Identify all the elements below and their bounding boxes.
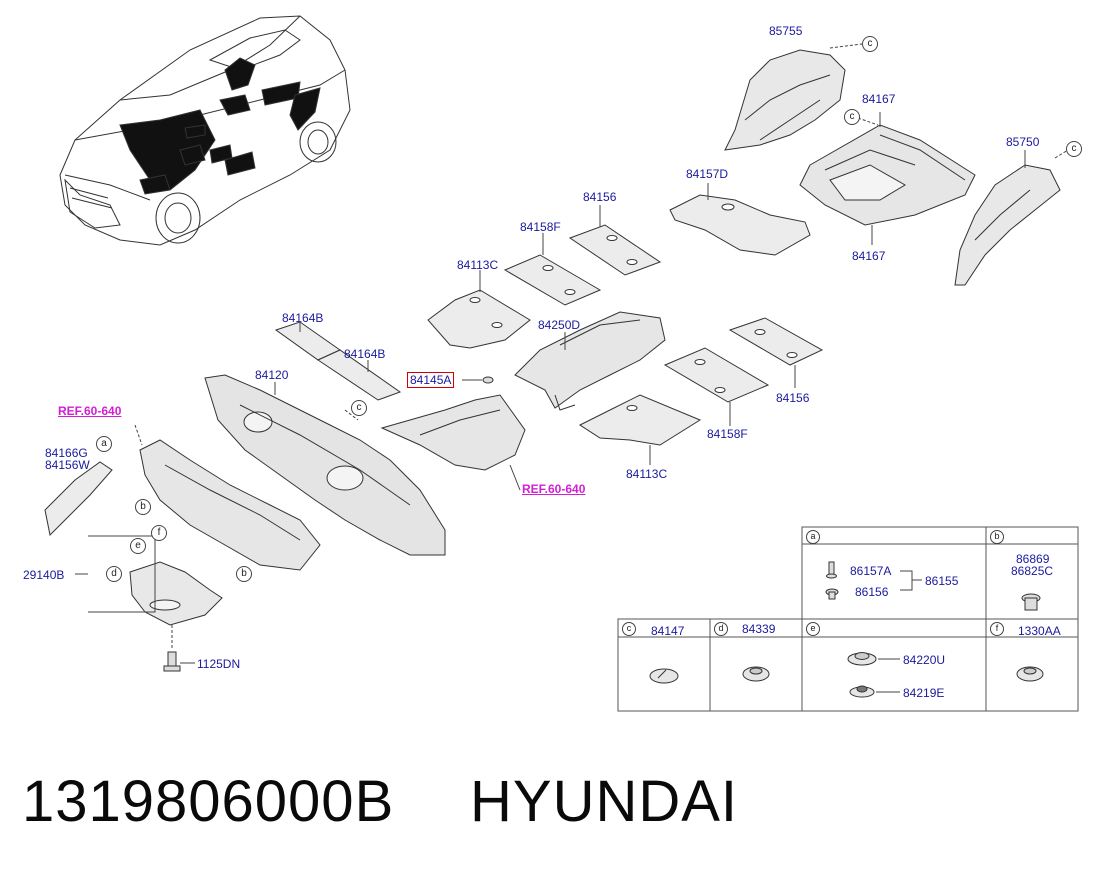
car-illustration (59, 15, 351, 246)
table-part-84219E: 84219E (903, 686, 945, 700)
table-letter-a: a (806, 530, 820, 544)
part-84113C-bottom-shape (578, 394, 702, 446)
part-84158F-bottom-shape (663, 347, 770, 403)
callout-c-85755: c (862, 36, 878, 52)
table-part-1330AA: 1330AA (1018, 624, 1061, 638)
label-84156-top: 84156 (583, 190, 617, 204)
table-letter-d: d (714, 622, 728, 636)
label-84166G: 84166G (45, 446, 88, 460)
diagram-illustration (44, 15, 1079, 712)
label-84157D: 84157D (686, 167, 729, 181)
part-85755-shape (724, 49, 846, 151)
part-84164B-shape (274, 321, 402, 401)
label-84167-top: 84167 (862, 92, 896, 106)
label-29140B: 29140B (23, 568, 65, 582)
label-84164B-2: 84164B (344, 347, 386, 361)
parts-table-grid (617, 526, 1079, 712)
callout-d: d (106, 566, 122, 582)
part-84156-top-shape (568, 224, 662, 276)
label-84120: 84120 (255, 368, 289, 382)
ref-link-left[interactable]: REF.60-640 (58, 404, 122, 418)
part-84156-right-shape (728, 317, 824, 366)
table-part-86156: 86156 (855, 585, 889, 599)
table-letter-f: f (990, 622, 1004, 636)
part-85750-shape (954, 164, 1061, 286)
label-84167-bottom: 84167 (852, 249, 886, 263)
label-84156-right: 84156 (776, 391, 810, 405)
part-84250D-shape (514, 311, 666, 411)
label-1125DN: 1125DN (197, 657, 241, 671)
label-84156W: 84156W (45, 458, 90, 472)
callout-c-84120: c (351, 400, 367, 416)
part-84120-shape (204, 374, 446, 556)
label-84113C-bottom: 84113C (626, 467, 668, 481)
clip-86156-icon (825, 588, 839, 600)
table-letter-b: b (990, 530, 1004, 544)
brand-name: HYUNDAI (470, 769, 739, 834)
parts-diagram: 85755 84167 84167 85750 84157D 84156 841… (23, 15, 1082, 712)
part-dash-center-shape (380, 394, 526, 471)
clip-1330AA-icon (1016, 666, 1044, 682)
part-84158F-top-shape (503, 254, 602, 306)
callout-b-left: b (135, 499, 151, 515)
label-85755: 85755 (769, 24, 803, 38)
label-84158F-top: 84158F (520, 220, 561, 234)
part-29140B-shape (129, 561, 223, 626)
clip-84147-icon (649, 668, 679, 684)
label-84145A-highlighted[interactable]: 84145A (407, 372, 455, 388)
table-part-84220U: 84220U (903, 653, 946, 667)
table-part-84147: 84147 (651, 624, 685, 638)
ref-link-right[interactable]: REF.60-640 (522, 482, 586, 496)
callout-f: f (151, 525, 167, 541)
part-84166G-shape (44, 461, 113, 537)
part-left-dash-shape (139, 439, 321, 571)
clip-84220U-icon (847, 652, 877, 666)
table-letter-c: c (622, 622, 636, 636)
table-part-86869: 86869 (1016, 552, 1050, 566)
label-85750: 85750 (1006, 135, 1040, 149)
callout-c-84167: c (844, 109, 860, 125)
clip-86869-icon (1021, 593, 1041, 611)
part-84157D-shape (669, 194, 811, 256)
part-84167-shape (799, 124, 976, 226)
callout-e: e (130, 538, 146, 554)
part-84145A-clip (482, 376, 494, 384)
callout-b-lower: b (236, 566, 252, 582)
clip-84219E-icon (849, 685, 875, 698)
part-84113C-top-shape (427, 289, 531, 349)
clip-84339-icon (742, 666, 770, 682)
part-code: 1319806000B (22, 769, 395, 834)
table-letter-e: e (806, 622, 820, 636)
label-84113C-top: 84113C (457, 258, 499, 272)
table-part-84339: 84339 (742, 622, 776, 636)
label-84164B-1: 84164B (282, 311, 324, 325)
label-84250D: 84250D (538, 318, 581, 332)
clip-86157A-icon (826, 561, 837, 579)
callout-c-85750: c (1066, 141, 1082, 157)
part-1125DN-bolt (163, 651, 181, 672)
table-part-86825C: 86825C (1011, 564, 1054, 578)
table-part-86157A: 86157A (850, 564, 892, 578)
callout-a-left: a (96, 436, 112, 452)
label-84158F-bottom: 84158F (707, 427, 748, 441)
table-part-86155: 86155 (925, 574, 959, 588)
